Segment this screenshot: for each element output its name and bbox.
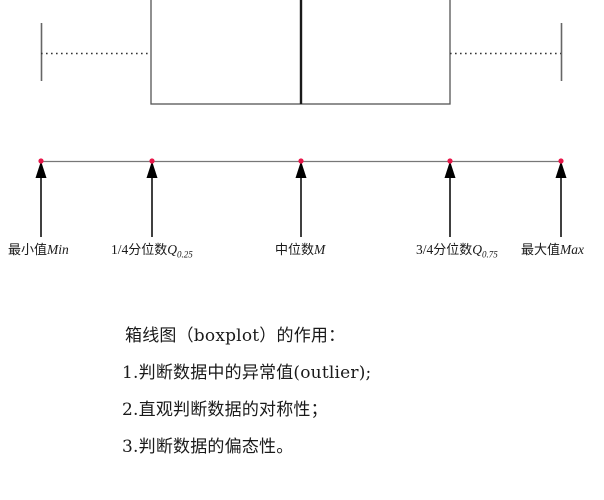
pointer-min [35, 158, 47, 237]
caption-heading: 箱线图（boxplot）的作用： [125, 326, 346, 346]
label-q1-fraction: 1/4 [111, 242, 129, 257]
label-q3-cjk: 分位数 [433, 243, 473, 258]
marker-dot-q1 [149, 158, 155, 164]
label-median-cjk: 中位数 [275, 243, 315, 258]
marker-dot-q3 [447, 158, 453, 164]
caption-item-3: 3.判断数据的偏态性。 [122, 437, 294, 457]
marker-label-row: 最小值Min 1/4分位数Q0.25 中位数M 3/4分位数Q0.75 最大值M… [0, 241, 604, 271]
label-min-cjk: 最小值 [8, 243, 48, 258]
boxplot-graphic [40, 0, 563, 105]
label-q1: 1/4分位数Q0.25 [111, 241, 193, 264]
label-q3-subscript: 0.75 [482, 249, 498, 260]
label-max-symbol: Max [560, 242, 585, 257]
pointer-q3 [444, 158, 456, 237]
label-q1-symbol: Q [167, 242, 178, 257]
marker-dot-median [298, 158, 304, 164]
label-q3-symbol: Q [472, 242, 483, 257]
caption-block: 箱线图（boxplot）的作用： 1.判断数据中的异常值(outlier); 2… [122, 318, 542, 466]
label-median: 中位数M [275, 241, 325, 260]
marker-dot-max [558, 158, 564, 164]
label-min: 最小值Min [8, 241, 69, 260]
label-max: 最大值Max [521, 241, 584, 260]
marker-dot-min [38, 158, 44, 164]
label-q1-subscript: 0.25 [177, 249, 193, 260]
caption-item-1: 1.判断数据中的异常值(outlier); [122, 363, 372, 383]
pointer-median [295, 158, 307, 237]
label-q3: 3/4分位数Q0.75 [416, 241, 498, 264]
pointer-q1 [146, 158, 158, 237]
label-q3-fraction: 3/4 [416, 242, 434, 257]
label-max-cjk: 最大值 [521, 243, 561, 258]
label-median-symbol: M [314, 242, 326, 257]
label-q1-cjk: 分位数 [128, 243, 168, 258]
label-min-symbol: Min [47, 242, 69, 257]
axis-graphic [35, 158, 567, 237]
pointer-max [555, 158, 567, 237]
caption-item-2: 2.直观判断数据的对称性； [122, 400, 328, 420]
